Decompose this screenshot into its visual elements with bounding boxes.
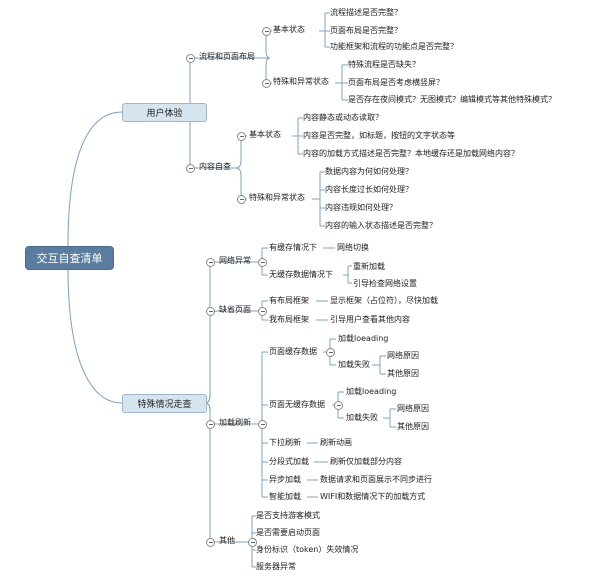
- item[interactable]: 页面布局是否考虑横竖屏？: [348, 78, 444, 87]
- item[interactable]: 加载loeading: [338, 334, 389, 343]
- item[interactable]: 刷新仅加载部分内容: [330, 457, 402, 466]
- topic-special-state[interactable]: 特殊和异常状态: [249, 193, 305, 202]
- topic-other[interactable]: 其他: [219, 536, 235, 545]
- item[interactable]: 内容的输入状态描述是否完整？: [325, 221, 437, 230]
- item[interactable]: 内容违规如何处理？: [325, 203, 397, 212]
- item[interactable]: 刷新动画: [320, 438, 352, 447]
- collapse-toggle[interactable]: [258, 420, 267, 429]
- topic-pull-refresh[interactable]: 下拉刷新: [269, 438, 301, 447]
- item[interactable]: 功能框架和流程的功能点是否完整？: [330, 42, 458, 51]
- item[interactable]: 内容静态或动态读取？: [303, 113, 383, 122]
- item[interactable]: 身份标识（token）失效情况: [256, 545, 359, 554]
- item[interactable]: 页面布局是否完整？: [330, 26, 402, 35]
- collapse-toggle[interactable]: [258, 307, 267, 316]
- item[interactable]: 是否需要启动页面: [256, 528, 320, 537]
- item[interactable]: 显示框架（占位符），尽快加载: [330, 296, 438, 305]
- item[interactable]: 内容的加载方式描述是否完整？本地缓存还是加载网络内容？: [303, 149, 519, 158]
- topic-special-state[interactable]: 特殊和异常状态: [273, 77, 329, 86]
- collapse-toggle[interactable]: [334, 401, 343, 410]
- topic-page-uncached[interactable]: 页面无缓存数据: [269, 400, 325, 409]
- collapse-toggle[interactable]: [326, 348, 335, 357]
- item[interactable]: 数据内容为何如何处理？: [325, 167, 413, 176]
- collapse-toggle[interactable]: [237, 132, 246, 141]
- topic-basic-state[interactable]: 基本状态: [249, 130, 281, 139]
- item[interactable]: 重新加载: [353, 262, 385, 271]
- collapse-toggle[interactable]: [262, 79, 271, 88]
- item[interactable]: 网络切换: [337, 243, 369, 252]
- item[interactable]: 其他原因: [397, 422, 429, 431]
- item[interactable]: 服务器异常: [256, 562, 296, 571]
- topic-load-refresh[interactable]: 加载刷新: [219, 418, 251, 427]
- collapse-toggle[interactable]: [206, 538, 215, 547]
- topic-content-check[interactable]: 内容自查: [199, 162, 231, 171]
- topic-cached[interactable]: 有缓存情况下: [269, 243, 317, 252]
- collapse-toggle[interactable]: [258, 258, 267, 267]
- topic-uncached[interactable]: 无缓存数据情况下: [269, 270, 333, 279]
- collapse-toggle[interactable]: [237, 195, 246, 204]
- topic-no-layout[interactable]: 我布局框架: [269, 315, 309, 324]
- topic-load-fail[interactable]: 加载失败: [346, 413, 378, 422]
- item[interactable]: 引导检查网络设置: [353, 279, 417, 288]
- item[interactable]: 引导用户查看其他内容: [330, 315, 410, 324]
- collapse-toggle[interactable]: [206, 420, 215, 429]
- item[interactable]: WIFI和数据情况下的加载方式: [320, 492, 426, 501]
- item[interactable]: 内容长度过长如何处理？: [325, 185, 413, 194]
- topic-basic-state[interactable]: 基本状态: [273, 25, 305, 34]
- topic-network-error[interactable]: 网络异常: [219, 256, 251, 265]
- item[interactable]: 网络原因: [397, 404, 429, 413]
- item[interactable]: 数据请求和页面展示不同步进行: [320, 475, 432, 484]
- item[interactable]: 是否支持游客模式: [256, 511, 320, 520]
- collapse-toggle[interactable]: [186, 164, 195, 173]
- branch-special-cases[interactable]: 特殊情况走查: [122, 394, 207, 413]
- item[interactable]: 其他原因: [387, 369, 419, 378]
- collapse-toggle[interactable]: [206, 307, 215, 316]
- item[interactable]: 特殊流程是否缺失？: [348, 60, 420, 69]
- topic-segment-load[interactable]: 分段式加载: [269, 457, 309, 466]
- item[interactable]: 加载loeading: [346, 387, 397, 396]
- item[interactable]: 网络原因: [387, 351, 419, 360]
- topic-page-cached[interactable]: 页面缓存数据: [269, 347, 317, 356]
- branch-user-experience[interactable]: 用户体验: [122, 103, 207, 122]
- topic-async-load[interactable]: 异步加载: [269, 475, 301, 484]
- root-topic[interactable]: 交互自查清单: [25, 246, 114, 270]
- topic-load-fail[interactable]: 加载失败: [338, 360, 370, 369]
- collapse-toggle[interactable]: [248, 538, 257, 547]
- topic-missing-page[interactable]: 缺省页面: [219, 305, 251, 314]
- collapse-toggle[interactable]: [262, 27, 271, 36]
- topic-smart-load[interactable]: 智能加载: [269, 492, 301, 501]
- topic-has-layout[interactable]: 有布局框架: [269, 296, 309, 305]
- item[interactable]: 是否存在夜间模式？无图模式？编辑模式等其他特殊模式？: [348, 95, 556, 104]
- collapse-toggle[interactable]: [186, 54, 195, 63]
- topic-flow-layout[interactable]: 流程和页面布局: [199, 52, 255, 61]
- item[interactable]: 内容是否完整，如标题，按钮的文字状态等: [303, 131, 455, 140]
- item[interactable]: 流程描述是否完整？: [330, 8, 402, 17]
- collapse-toggle[interactable]: [206, 258, 215, 267]
